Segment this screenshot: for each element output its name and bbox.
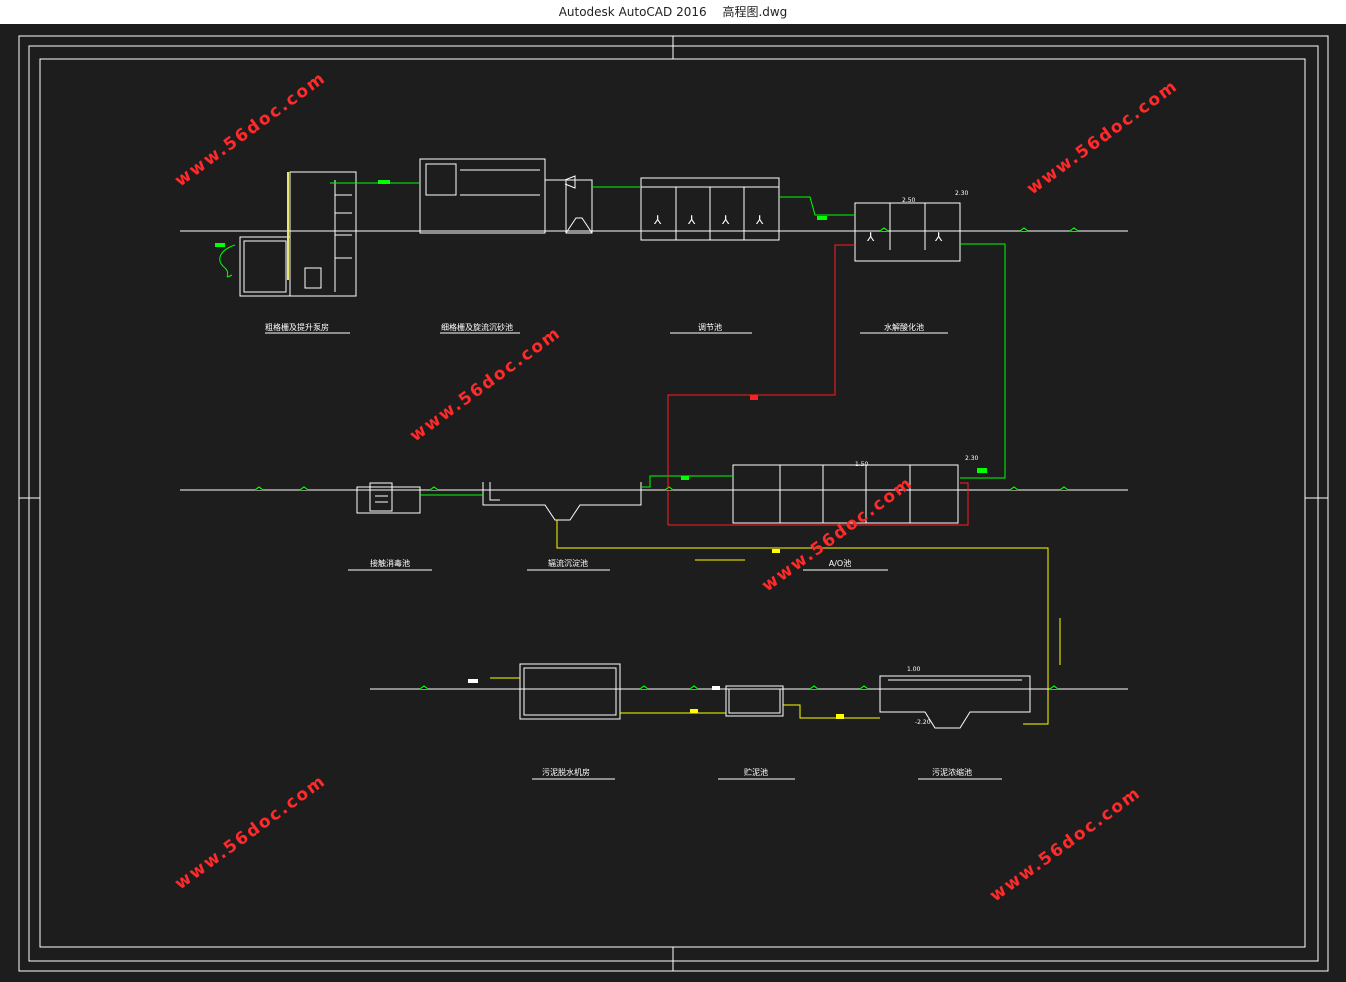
mixers-row1: ⅄ ⅄ ⅄ ⅄ [653,213,764,227]
svg-text:1.50: 1.50 [855,461,869,468]
return-marker [750,395,758,400]
label-regulating-tank: 调节池 [698,322,722,332]
watermark-2: www.56doc.com [1023,76,1182,199]
water-flow-row1 [330,182,1006,479]
app-name: Autodesk AutoCAD 2016 [558,5,707,19]
sludge-line-row2 [556,520,1049,725]
row3-labels: 污泥脱水机房 贮泥池 污泥浓缩池 [542,767,972,777]
drawing-frame [18,35,1329,972]
label-coarse-screen: 粗格栅及提升泵房 [265,322,329,332]
svg-text:⅄: ⅄ [755,213,764,227]
svg-text:2.50: 2.50 [902,197,916,204]
svg-text:-2.20: -2.20 [915,719,931,726]
sludge-marker-1 [772,549,780,553]
ground-lines [180,230,1128,690]
contact-disinfection-tank[interactable] [356,482,421,514]
label-hydrolysis-tank: 水解酸化池 [884,322,924,332]
sludge-storage-tank[interactable] [725,685,784,717]
file-name: 高程图.dwg [722,5,788,19]
mixers-hydrolysis: ⅄⅄ [866,230,943,244]
svg-text:⅄: ⅄ [653,213,662,227]
watermark-5: www.56doc.com [171,771,330,894]
drawing-canvas[interactable]: ⅄⅄⅄⅄ ⅄⅄ 粗格栅及提升泵房 细格栅及旋流沉砂池 调节池 水解酸化池 [0,24,1346,978]
sludge-markers-row3 [468,679,844,719]
regulating-tank[interactable] [640,177,780,241]
label-sedimentation: 辐流沉淀池 [548,558,588,568]
ground-hatch [254,227,1079,690]
watermark-4: www.56doc.com [758,473,917,596]
label-storage: 贮泥池 [744,767,768,777]
coarse-screen-pump-house[interactable] [239,171,357,297]
sludge-dewatering-house[interactable] [519,663,621,720]
ao-tank[interactable] [732,464,959,524]
watermark-6: www.56doc.com [986,783,1145,906]
label-thickener: 污泥浓缩池 [932,767,972,777]
svg-text:⅄: ⅄ [866,230,875,244]
svg-text:2.30: 2.30 [965,455,979,462]
label-fine-screen: 细格栅及旋流沉砂池 [441,322,513,332]
label-dewatering: 污泥脱水机房 [542,767,590,777]
watermark-3: www.56doc.com [406,323,565,446]
svg-text:2.30: 2.30 [955,190,969,197]
elevation-marks: 2.50 2.30 1.50 2.30 1.00 -2.20 [855,190,979,726]
flow-arrows-green [215,180,987,480]
watermarks: www.56doc.com www.56doc.com www.56doc.co… [171,68,1182,906]
label-disinfection: 接触消毒池 [370,558,410,568]
row1-labels: 粗格栅及提升泵房 细格栅及旋流沉砂池 调节池 水解酸化池 [265,322,924,332]
sludge-thickener[interactable] [879,675,1031,729]
inlet-pipe-coil [219,244,236,278]
row2-labels: 接触消毒池 辐流沉淀池 A/O池 [370,558,851,568]
fine-screen-grit-chamber[interactable] [419,158,593,234]
watermark-1: www.56doc.com [171,68,330,191]
hydrolysis-acidification-tank[interactable] [854,202,961,262]
drawing-svg[interactable]: ⅄⅄⅄⅄ ⅄⅄ 粗格栅及提升泵房 细格栅及旋流沉砂池 调节池 水解酸化池 [0,24,1346,978]
svg-text:1.00: 1.00 [907,666,921,673]
svg-text:⅄: ⅄ [687,213,696,227]
return-sludge-line [667,244,969,526]
radial-sedimentation-tank[interactable] [482,482,642,521]
svg-text:⅄: ⅄ [721,213,730,227]
svg-text:⅄: ⅄ [934,230,943,244]
water-flow-row2 [420,475,733,496]
label-ao-tank: A/O池 [829,558,851,568]
window-title-bar: Autodesk AutoCAD 2016 高程图.dwg [0,0,1346,24]
